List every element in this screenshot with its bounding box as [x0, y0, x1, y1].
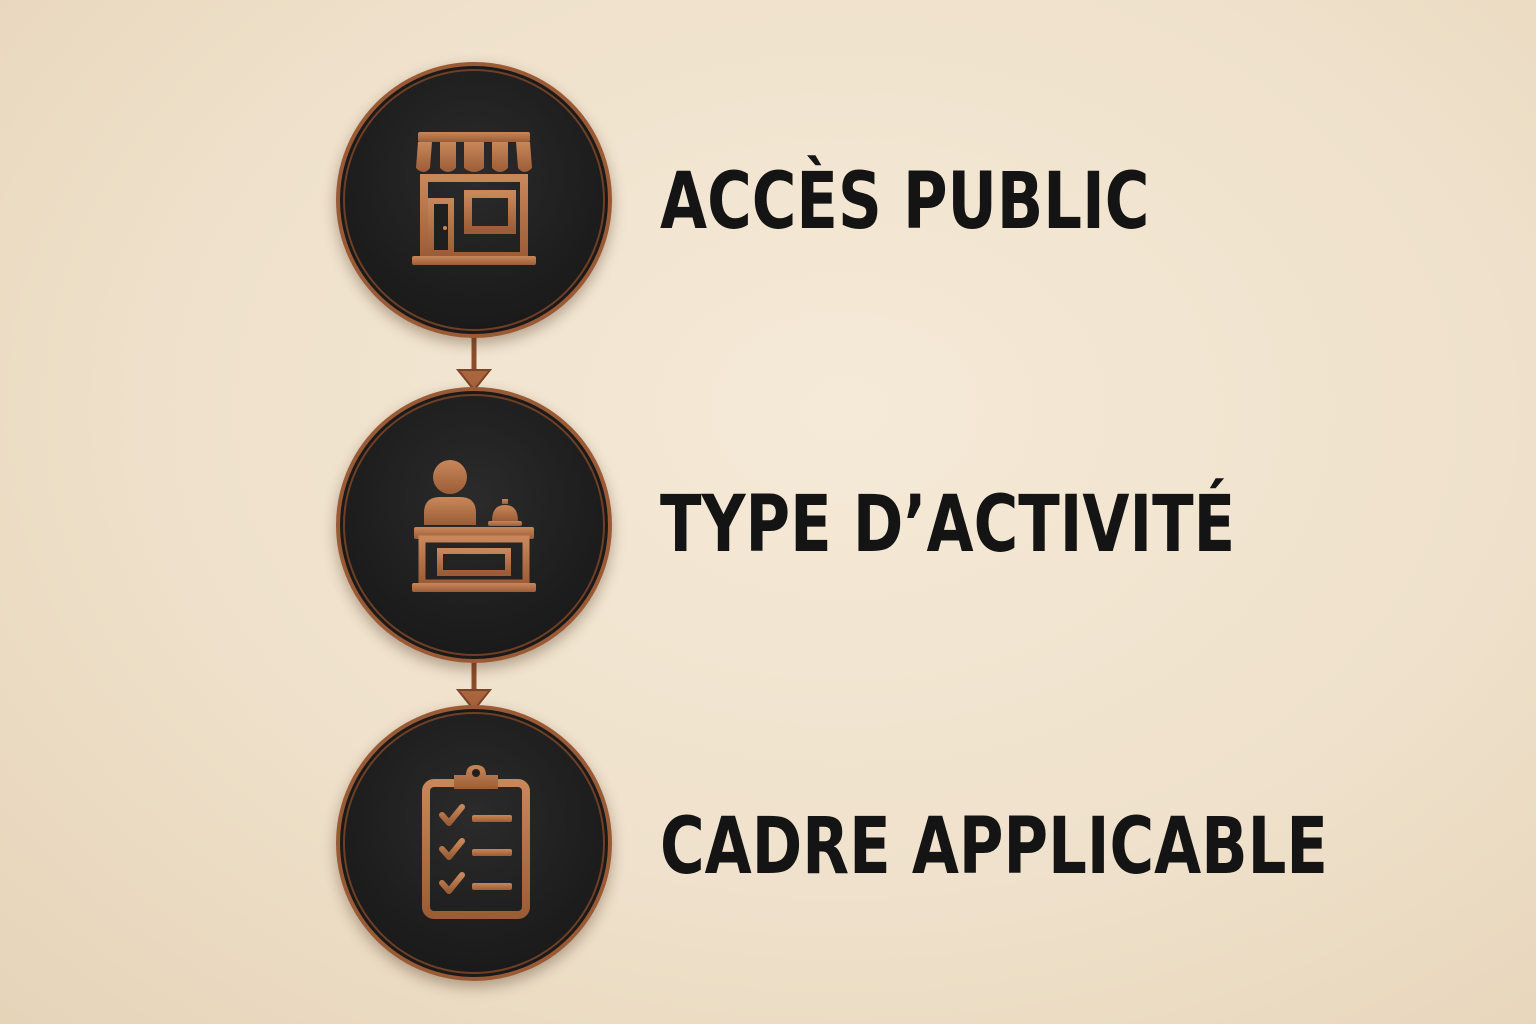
connector-arrow-2 — [455, 661, 493, 712]
reception-desk-icon — [412, 460, 536, 592]
clipboard-checklist-icon — [422, 765, 530, 919]
step-badge — [336, 705, 612, 981]
step-type-activite — [336, 387, 612, 663]
step-badge — [336, 387, 612, 663]
step-label-cadre-applicable: CADRE APPLICABLE — [660, 802, 1328, 892]
step-badge — [336, 62, 612, 338]
storefront-icon — [412, 132, 536, 265]
step-label-type-activite: TYPE D’ACTIVITÉ — [660, 480, 1236, 570]
step-label-acces-public: ACCÈS PUBLIC — [660, 157, 1150, 247]
connector-arrow-1 — [455, 336, 493, 392]
step-acces-public — [336, 62, 612, 338]
step-cadre-applicable — [336, 705, 612, 981]
